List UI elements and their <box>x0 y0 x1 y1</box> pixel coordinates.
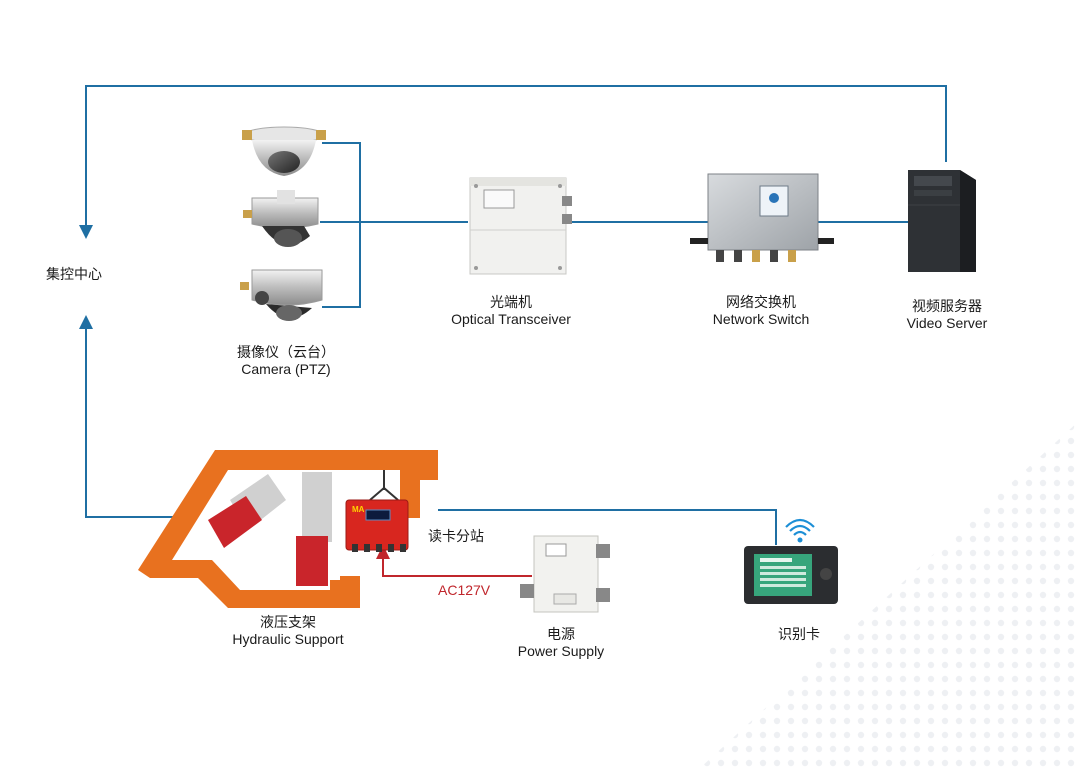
reader-substation-label: 读卡分站 <box>428 528 484 545</box>
camera-label-zh: 摄像仪（云台） <box>237 344 335 360</box>
hydraulic-label-zh: 液压支架 <box>260 614 316 630</box>
ac-voltage-label: AC127V <box>438 582 490 599</box>
identification-card-icon <box>744 546 838 604</box>
switch-label-en: Network Switch <box>712 311 810 327</box>
camera-middle-icon <box>243 190 319 247</box>
camera-label: 摄像仪（云台） Camera (PTZ) <box>226 344 346 378</box>
video-server-label: 视频服务器 Video Server <box>892 298 1002 332</box>
optical-transceiver-label: 光端机 Optical Transceiver <box>438 294 584 328</box>
hydraulic-support-label: 液压支架 Hydraulic Support <box>218 614 358 648</box>
power-label-zh: 电源 <box>547 626 575 642</box>
camera-bracket-line <box>322 142 361 308</box>
optical-label-zh: 光端机 <box>490 294 532 310</box>
link-support-to-control-center <box>79 315 175 518</box>
ac-voltage-text: AC127V <box>438 582 491 598</box>
power-line-ac <box>376 545 532 577</box>
reader-brand-text: MA <box>352 505 365 514</box>
reader-label-zh: 读卡分站 <box>428 528 484 544</box>
video-server-icon <box>908 170 976 272</box>
server-label-zh: 视频服务器 <box>912 298 982 314</box>
optical-transceiver-icon <box>469 177 572 275</box>
background-dot-pattern <box>700 420 1080 768</box>
network-switch-label: 网络交换机 Network Switch <box>698 294 824 328</box>
power-supply-icon <box>520 535 610 613</box>
control-center-label: 集控中心 <box>46 266 102 283</box>
power-supply-label: 电源 Power Supply <box>506 626 616 660</box>
idcard-label-zh: 识别卡 <box>778 626 820 642</box>
switch-label-zh: 网络交换机 <box>726 294 796 310</box>
power-label-en: Power Supply <box>517 643 605 659</box>
link-server-to-control-center <box>79 85 947 239</box>
card-reader-substation-icon: MA <box>345 499 409 552</box>
camera-bottom-icon <box>240 269 323 321</box>
camera-top-icon <box>242 126 326 176</box>
camera-label-en: Camera (PTZ) <box>241 361 331 377</box>
hydraulic-support-icon <box>138 450 438 608</box>
server-label-en: Video Server <box>906 315 988 331</box>
control-center-label-zh: 集控中心 <box>46 266 102 282</box>
id-card-label: 识别卡 <box>778 626 820 643</box>
hydraulic-label-en: Hydraulic Support <box>232 631 344 647</box>
wifi-signal-icon <box>785 518 815 543</box>
link-reader-to-card <box>438 509 777 545</box>
network-switch-icon <box>690 173 834 262</box>
optical-label-en: Optical Transceiver <box>451 311 571 327</box>
